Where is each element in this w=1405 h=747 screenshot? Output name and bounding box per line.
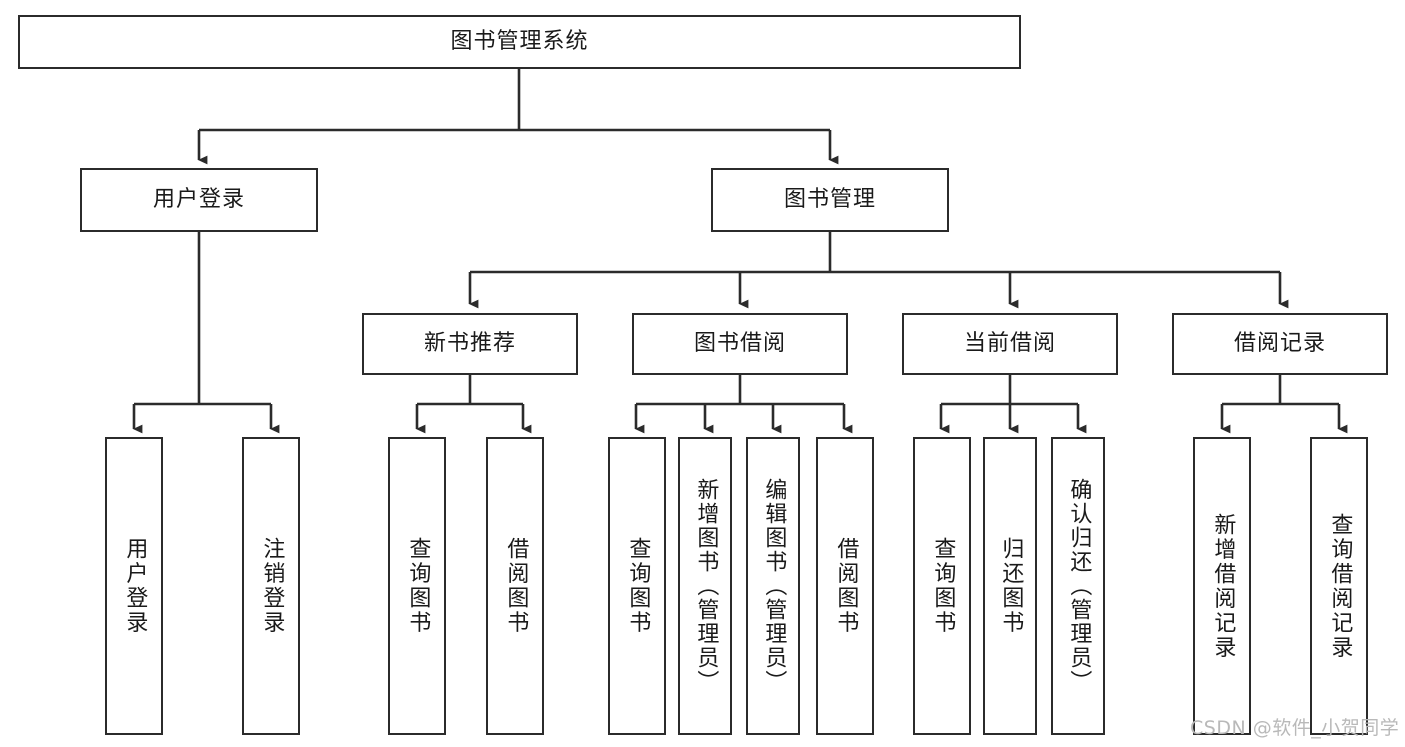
leaf-book-borrow-add-book-admin[interactable]: 新增图书（管理员） (678, 437, 732, 735)
node-label: 查询图书 (405, 537, 431, 635)
node-label: 借阅记录 (1233, 330, 1326, 356)
node-label: 新增借阅记录 (1210, 512, 1236, 660)
node-label: 归还图书 (998, 537, 1024, 635)
node-label: 图书管理系统 (450, 28, 589, 54)
node-label: 新书推荐 (423, 330, 516, 356)
node-label: 确认归还（管理员） (1066, 478, 1092, 694)
leaf-user-login-logout[interactable]: 注销登录 (242, 437, 300, 735)
node-current-borrow[interactable]: 当前借阅 (902, 313, 1118, 375)
node-label: 用户登录 (122, 537, 148, 635)
node-label: 查询借阅记录 (1327, 512, 1353, 660)
leaf-current-borrow-confirm-return-admin[interactable]: 确认归还（管理员） (1051, 437, 1105, 735)
node-label: 查询图书 (625, 537, 651, 635)
node-label: 图书借阅 (693, 330, 786, 356)
node-label: 当前借阅 (963, 330, 1056, 356)
leaf-borrow-record-query-record[interactable]: 查询借阅记录 (1310, 437, 1368, 735)
node-label: 注销登录 (259, 537, 285, 635)
leaf-book-borrow-edit-book-admin[interactable]: 编辑图书（管理员） (746, 437, 800, 735)
node-label: 借阅图书 (503, 537, 529, 635)
leaf-current-borrow-return-book[interactable]: 归还图书 (983, 437, 1037, 735)
node-user-login[interactable]: 用户登录 (80, 168, 318, 232)
node-root-book-management-system[interactable]: 图书管理系统 (18, 15, 1021, 69)
node-label: 查询图书 (930, 537, 956, 635)
leaf-new-book-query-book[interactable]: 查询图书 (388, 437, 446, 735)
leaf-current-borrow-query-book[interactable]: 查询图书 (913, 437, 971, 735)
node-label: 图书管理 (783, 186, 876, 212)
leaf-new-book-borrow-book[interactable]: 借阅图书 (486, 437, 544, 735)
leaf-book-borrow-borrow-book[interactable]: 借阅图书 (816, 437, 874, 735)
node-book-management[interactable]: 图书管理 (711, 168, 949, 232)
node-new-book-recommend[interactable]: 新书推荐 (362, 313, 578, 375)
leaf-user-login-login[interactable]: 用户登录 (105, 437, 163, 735)
csdn-watermark: CSDN @软件_小贺同学 (1190, 717, 1400, 739)
leaf-book-borrow-query-book[interactable]: 查询图书 (608, 437, 666, 735)
node-borrow-record[interactable]: 借阅记录 (1172, 313, 1388, 375)
node-label: 用户登录 (152, 186, 245, 212)
node-label: 新增图书（管理员） (693, 478, 719, 694)
leaf-borrow-record-add-record[interactable]: 新增借阅记录 (1193, 437, 1251, 735)
node-book-borrow[interactable]: 图书借阅 (632, 313, 848, 375)
node-label: 编辑图书（管理员） (761, 478, 787, 694)
node-label: 借阅图书 (833, 537, 859, 635)
